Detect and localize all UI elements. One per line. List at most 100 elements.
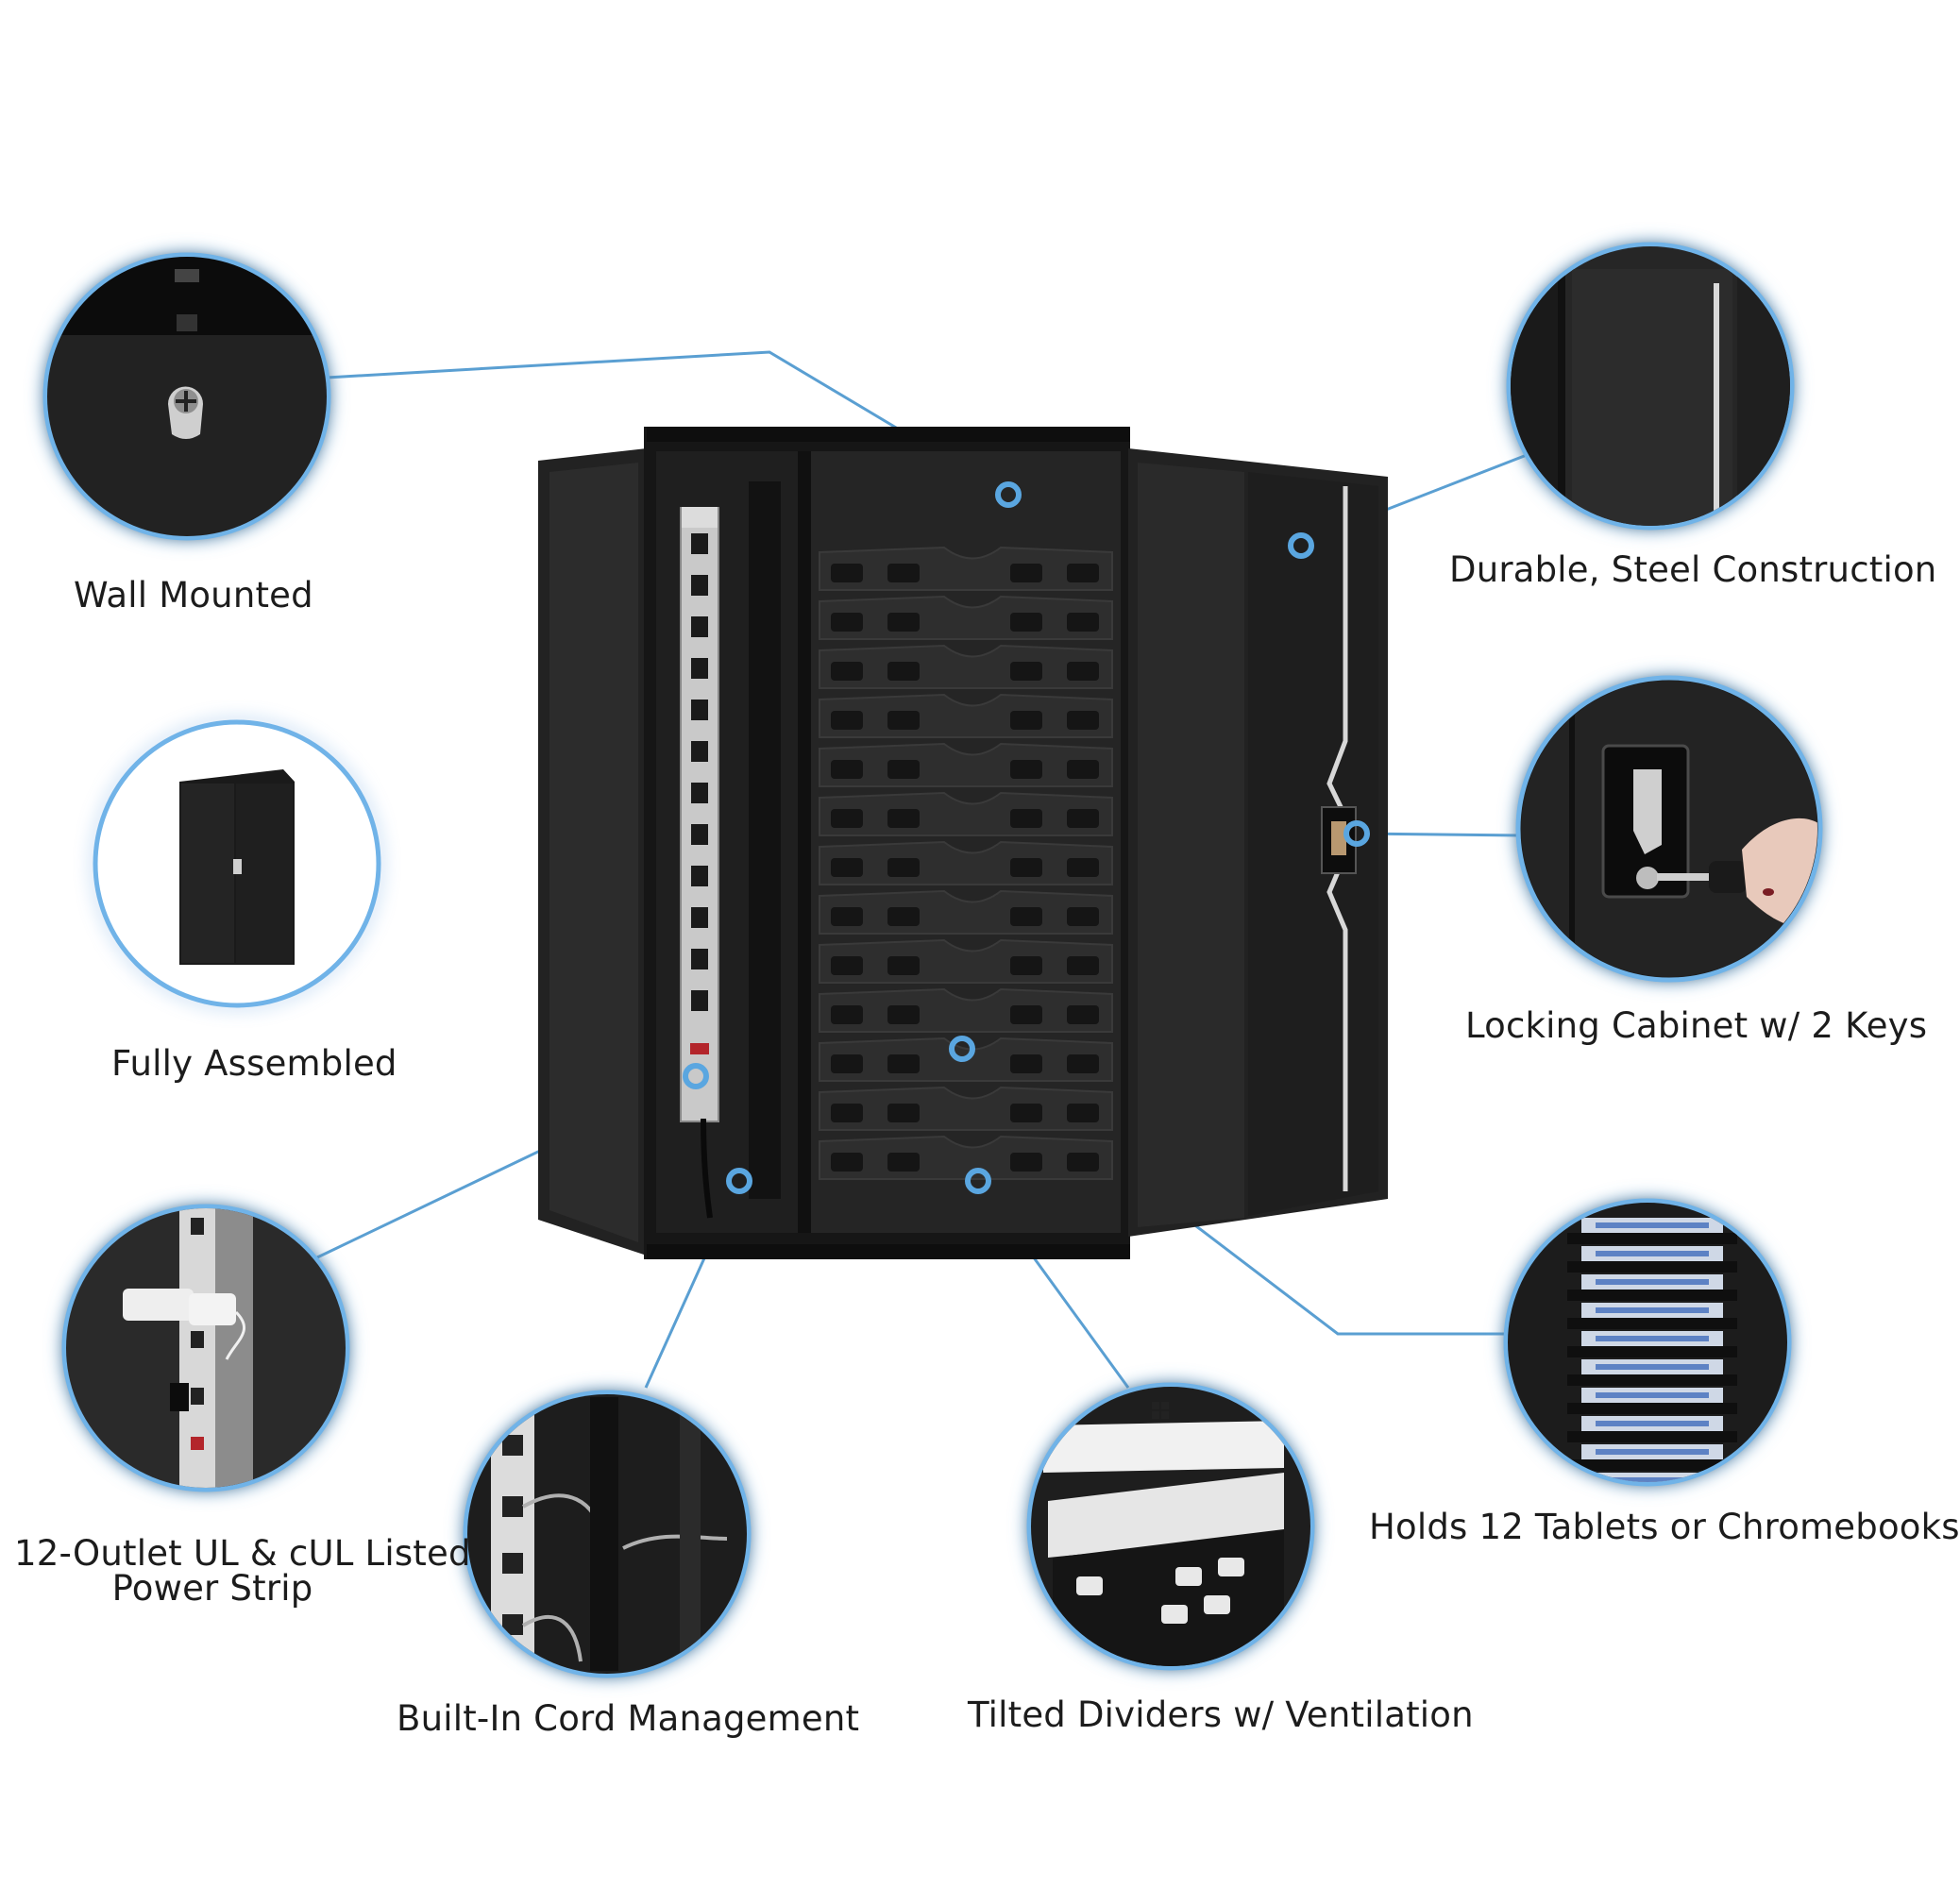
vent-hole bbox=[1010, 1005, 1042, 1024]
dot-holds bbox=[949, 1036, 975, 1062]
feature-circle-wall-mounted bbox=[42, 252, 331, 541]
tablet-stack-icon bbox=[1508, 1203, 1787, 1499]
keyhole-mount-icon bbox=[168, 386, 203, 439]
tablet-screen bbox=[1596, 1477, 1709, 1482]
vent-hole bbox=[831, 1005, 863, 1024]
feature-circle-tilted-dividers bbox=[1026, 1382, 1315, 1671]
vent-hole bbox=[1010, 662, 1042, 681]
dot-locking bbox=[1343, 820, 1370, 847]
vent-hole bbox=[831, 907, 863, 926]
dot-steel bbox=[1288, 532, 1314, 559]
feature-circle-power-strip bbox=[61, 1204, 350, 1492]
outlet bbox=[691, 658, 708, 679]
label-fully-assembled: Fully Assembled bbox=[111, 1043, 397, 1084]
callout-dots bbox=[683, 481, 1370, 1194]
vent-hole bbox=[831, 1054, 863, 1073]
vent-hole bbox=[887, 1104, 920, 1122]
tablet-screen bbox=[1596, 1421, 1709, 1426]
cord-management-icon bbox=[467, 1394, 747, 1674]
vent-hole bbox=[831, 662, 863, 681]
label-cord-management: Built-In Cord Management bbox=[397, 1698, 860, 1739]
vent-hole bbox=[1010, 760, 1042, 779]
tablet-slot bbox=[1567, 1488, 1737, 1499]
vent-hole bbox=[1010, 1054, 1042, 1073]
tablet-slot bbox=[1567, 1459, 1737, 1471]
vent-hole bbox=[1067, 613, 1099, 632]
outlet bbox=[691, 741, 708, 762]
outlet bbox=[691, 700, 708, 720]
outlet bbox=[691, 824, 708, 845]
outlet bbox=[691, 990, 708, 1011]
vent-hole bbox=[887, 711, 920, 730]
label-power-strip: 12-Outlet UL & cUL Listed Power Strip bbox=[14, 1533, 471, 1609]
tilted-divider-icon bbox=[1031, 1387, 1310, 1666]
vent-hole bbox=[831, 760, 863, 779]
vent-hole bbox=[831, 711, 863, 730]
vent-hole bbox=[1067, 956, 1099, 975]
vent-hole bbox=[1067, 1104, 1099, 1122]
label-power-strip-line2: Power Strip bbox=[111, 1568, 313, 1609]
outlet bbox=[691, 907, 708, 928]
vent-hole bbox=[831, 956, 863, 975]
outlet bbox=[691, 783, 708, 803]
label-steel: Durable, Steel Construction bbox=[1449, 549, 1937, 590]
vent-hole bbox=[1010, 711, 1042, 730]
vent-hole bbox=[887, 907, 920, 926]
tablet-screen bbox=[1596, 1449, 1709, 1455]
tablet-slot bbox=[1567, 1346, 1737, 1357]
vent-hole bbox=[1067, 1153, 1099, 1172]
label-locking: Locking Cabinet w/ 2 Keys bbox=[1465, 1005, 1928, 1046]
label-wall-mounted: Wall Mounted bbox=[74, 575, 313, 615]
vent-hole bbox=[831, 858, 863, 877]
vent-hole bbox=[887, 1005, 920, 1024]
tablet-slot bbox=[1567, 1431, 1737, 1442]
vent-hole bbox=[1067, 1054, 1099, 1073]
tablet-slot bbox=[1567, 1318, 1737, 1329]
vent-hole bbox=[831, 613, 863, 632]
feature-circle-holds-devices bbox=[1503, 1198, 1792, 1499]
steel-door-icon bbox=[1511, 246, 1790, 526]
vent-hole bbox=[1010, 1153, 1042, 1172]
product-infographic bbox=[42, 242, 1823, 1678]
vent-hole bbox=[1067, 858, 1099, 877]
label-power-strip-line1: 12-Outlet UL & cUL Listed bbox=[14, 1533, 471, 1574]
dot-cord bbox=[726, 1168, 752, 1194]
vent-hole bbox=[831, 1153, 863, 1172]
vent-hole bbox=[1010, 1104, 1042, 1122]
feature-circle-cord-management bbox=[463, 1390, 752, 1678]
dot-wall-mounted bbox=[995, 481, 1022, 508]
feature-circle-locking bbox=[1515, 675, 1823, 983]
cabinet-illustration bbox=[538, 427, 1388, 1259]
vent-hole bbox=[1067, 1005, 1099, 1024]
feature-circle-steel bbox=[1506, 242, 1795, 531]
label-holds-devices: Holds 12 Tablets or Chromebooks bbox=[1369, 1507, 1960, 1547]
vent-hole bbox=[831, 809, 863, 828]
outlet bbox=[691, 616, 708, 637]
vent-hole bbox=[887, 564, 920, 582]
vent-hole bbox=[1067, 809, 1099, 828]
vent-hole bbox=[887, 662, 920, 681]
power-strip-icon bbox=[66, 1208, 346, 1488]
tablet-screen bbox=[1596, 1279, 1709, 1285]
vent-hole bbox=[1067, 760, 1099, 779]
tablet-screen bbox=[1596, 1364, 1709, 1370]
power-strip bbox=[680, 507, 719, 1122]
label-tilted-dividers: Tilted Dividers w/ Ventilation bbox=[968, 1694, 1474, 1735]
divider-trays bbox=[819, 546, 1113, 1180]
tablet-slot bbox=[1567, 1261, 1737, 1273]
vent-hole bbox=[887, 956, 920, 975]
vent-hole bbox=[887, 760, 920, 779]
vent-hole bbox=[1010, 858, 1042, 877]
vent-hole bbox=[1010, 613, 1042, 632]
power-outlets bbox=[691, 533, 708, 1011]
vent-hole bbox=[1067, 711, 1099, 730]
vent-hole bbox=[1010, 907, 1042, 926]
tablet-slot bbox=[1567, 1403, 1737, 1414]
tablet-screen bbox=[1596, 1392, 1709, 1398]
tablet-slot bbox=[1567, 1290, 1737, 1301]
tablet-screen bbox=[1596, 1251, 1709, 1256]
vent-hole bbox=[887, 613, 920, 632]
vent-hole bbox=[831, 564, 863, 582]
vent-hole bbox=[887, 858, 920, 877]
tablet-screen bbox=[1596, 1307, 1709, 1313]
